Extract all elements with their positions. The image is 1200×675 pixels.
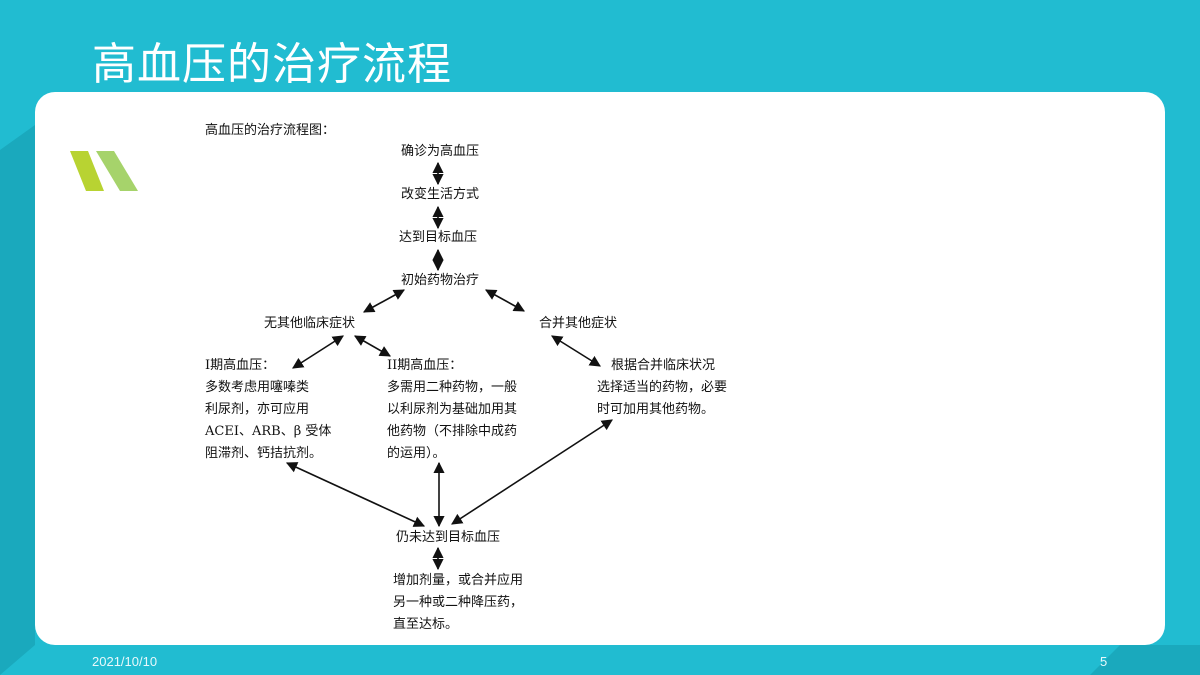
comorbid-line: 根据合并临床状况 [611, 358, 716, 373]
page-number: 5 [1100, 654, 1108, 669]
final-line: 直至达标。 [393, 617, 459, 632]
final-line: 另一种或二种降压药， [393, 595, 524, 610]
stage1-line: ACEI、ARB、β 受体 [205, 424, 332, 439]
final-line: 增加剂量，或合并应用 [393, 573, 524, 588]
slide-title: 高血压的治疗流程 [92, 39, 452, 90]
stage2-line: 多需用二种药物，一般 [387, 380, 518, 395]
comorbid-line: 时可加用其他药物。 [597, 402, 715, 417]
arrow-stage1-not-reached [285, 462, 426, 527]
stage1-line: 阻滞剂、钙拮抗剂。 [205, 446, 323, 461]
stage2-line: 以利尿剂为基础加用其 [387, 402, 518, 417]
node-not-reached: 仍未达到目标血压 [396, 530, 501, 545]
stage1-line: I期高血压： [205, 358, 276, 373]
node-diagnosed: 确诊为高血压 [401, 144, 480, 159]
node-initial-drug: 初始药物治疗 [401, 273, 480, 288]
stage2-line: II期高血压： [387, 358, 463, 373]
stage1-line: 利尿剂，亦可应用 [205, 402, 310, 417]
comorbid-line: 选择适当的药物，必要 [597, 380, 728, 395]
footer-date: 2021/10/10 [92, 654, 158, 669]
arrow-other-symptoms-comorbid [551, 335, 601, 367]
arrow-initial-other-symptoms [485, 289, 525, 312]
arrow-initial-no-symptoms [363, 289, 405, 313]
stage2-line: 他药物（不排除中成药 [387, 424, 518, 439]
node-no-other-symptoms: 无其他临床症状 [264, 316, 356, 331]
diagram-heading: 高血压的治疗流程图： [205, 123, 336, 138]
node-lifestyle: 改变生活方式 [401, 187, 480, 202]
stage2-line: 的运用）。 [387, 446, 446, 461]
stripe-logo-icon [70, 151, 138, 191]
node-target-bp: 达到目标血压 [399, 230, 478, 245]
node-other-symptoms: 合并其他症状 [539, 316, 618, 331]
content-panel [35, 92, 1165, 645]
stage1-line: 多数考虑用噻嗪类 [205, 380, 310, 395]
arrow-comorbid-not-reached [451, 419, 613, 525]
arrow-no-symptoms-stage2 [354, 335, 391, 357]
arrow-no-symptoms-stage1 [292, 335, 344, 369]
